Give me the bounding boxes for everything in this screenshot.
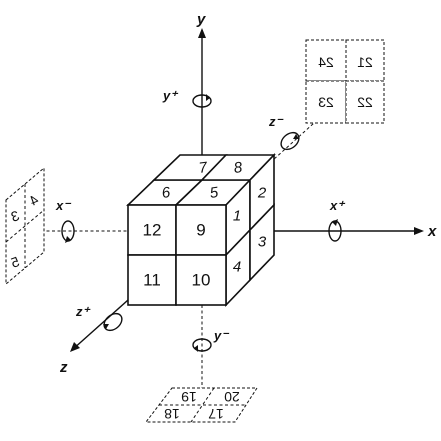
z-axis-arrow — [70, 342, 80, 352]
left-projection: 4 3 5 — [5, 166, 45, 286]
bottom-label-19: 19 — [181, 389, 197, 405]
top-label-8: 8 — [233, 159, 244, 177]
back-label-22: 22 — [357, 94, 373, 110]
rotation-x-plus-icon — [328, 219, 342, 242]
rotation-z-plus-icon — [103, 312, 123, 332]
right-label-1: 1 — [233, 208, 241, 225]
back-label-24: 24 — [318, 54, 334, 70]
top-label-5: 5 — [209, 184, 220, 202]
front-label-12: 12 — [143, 221, 162, 240]
z-plus-label: z⁺ — [75, 304, 92, 319]
y-axis-label: y — [196, 11, 206, 28]
back-projection: 24 21 23 22 — [305, 39, 385, 124]
back-cell — [305, 39, 347, 82]
front-cell — [175, 204, 227, 256]
right-face: 1 2 4 3 — [225, 153, 275, 307]
back-label-23: 23 — [318, 94, 334, 110]
axis-labels: y x z y⁺ y⁻ x⁺ x⁻ z⁻ z⁺ — [55, 11, 437, 376]
back-cell — [305, 80, 347, 124]
front-label-10: 10 — [192, 271, 211, 290]
right-label-2: 2 — [257, 185, 267, 202]
x-axis-label: x — [427, 223, 437, 240]
bottom-label-17: 17 — [208, 406, 224, 422]
y-axis-arrow — [198, 28, 206, 38]
rotation-y-minus-icon — [192, 338, 212, 352]
right-label-3: 3 — [258, 234, 267, 251]
rotation-symbols — [61, 94, 342, 352]
right-label-4: 4 — [233, 259, 241, 276]
z-axis-line — [71, 299, 129, 351]
rotation-z-minus-icon — [280, 131, 300, 151]
rotation-x-minus-icon — [61, 220, 75, 243]
z-minus-label: z⁻ — [268, 114, 285, 129]
bottom-label-18: 18 — [164, 406, 180, 422]
bottom-panel-divider — [190, 387, 215, 423]
front-label-11: 11 — [143, 271, 161, 290]
top-label-7: 7 — [198, 159, 209, 177]
z-minus-axis-line — [261, 94, 346, 171]
x-axis-arrow — [414, 227, 424, 235]
right-cell — [249, 203, 275, 282]
back-cell — [345, 39, 385, 82]
front-cell — [175, 254, 227, 306]
z-axis-label: z — [59, 359, 68, 376]
back-cell — [345, 80, 385, 124]
rotation-y-plus-icon — [192, 94, 212, 108]
y-minus-label: y⁻ — [213, 328, 230, 343]
back-label-21: 21 — [357, 54, 373, 70]
x-minus-label: x⁻ — [55, 198, 72, 213]
axis-lines — [30, 28, 424, 390]
bottom-projection: 19 20 18 17 — [144, 387, 258, 423]
bottom-panel — [144, 387, 258, 423]
front-label-9: 9 — [196, 221, 205, 240]
front-face: 12 9 11 10 — [127, 204, 227, 306]
x-plus-label: x⁺ — [329, 198, 346, 213]
top-label-6: 6 — [161, 184, 172, 202]
left-panel-divider — [5, 209, 45, 243]
rubiks-cube: 7 8 6 5 1 2 4 3 12 9 11 10 — [126, 153, 276, 307]
bottom-label-20: 20 — [224, 389, 240, 405]
y-plus-label: y⁺ — [162, 88, 179, 103]
